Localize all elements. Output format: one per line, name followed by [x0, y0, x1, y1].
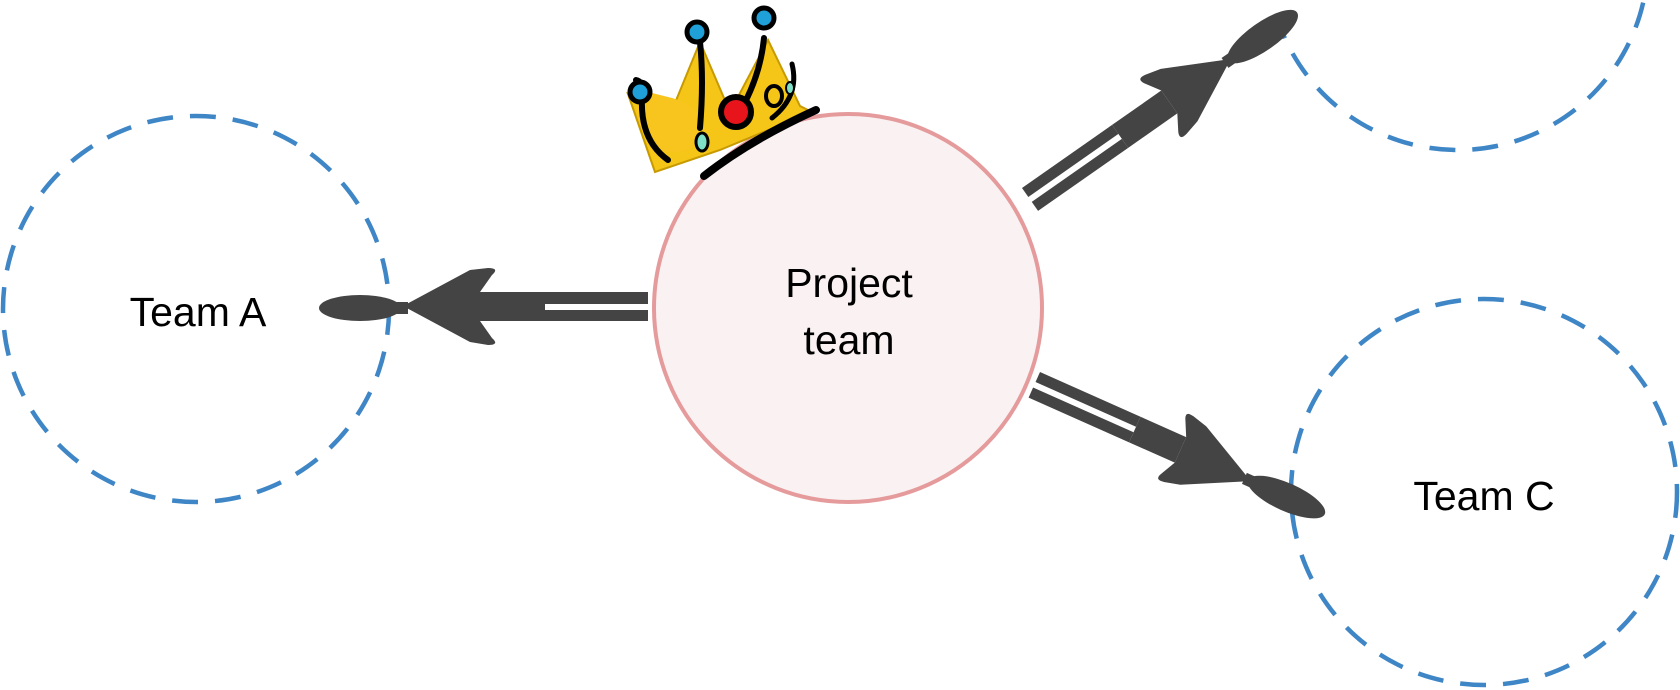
- team-b-node: [1269, 0, 1647, 153]
- project-team-node: Project team: [652, 112, 1044, 504]
- crown-icon: [626, 5, 820, 180]
- team-b-circle: [1269, 0, 1647, 153]
- team-a-label: Team A: [130, 289, 267, 335]
- project-team-label-line2: team: [803, 317, 894, 363]
- pushpin-icon-team-a: [319, 268, 648, 345]
- pushpin-icon-team-c: [1028, 372, 1326, 519]
- team-c-node: Team C: [1288, 296, 1680, 688]
- team-c-label: Team C: [1413, 473, 1554, 519]
- project-team-circle: [652, 112, 1044, 504]
- project-team-label-line1: Project: [785, 260, 913, 306]
- pushpin-icon-team-b: [1022, 9, 1298, 211]
